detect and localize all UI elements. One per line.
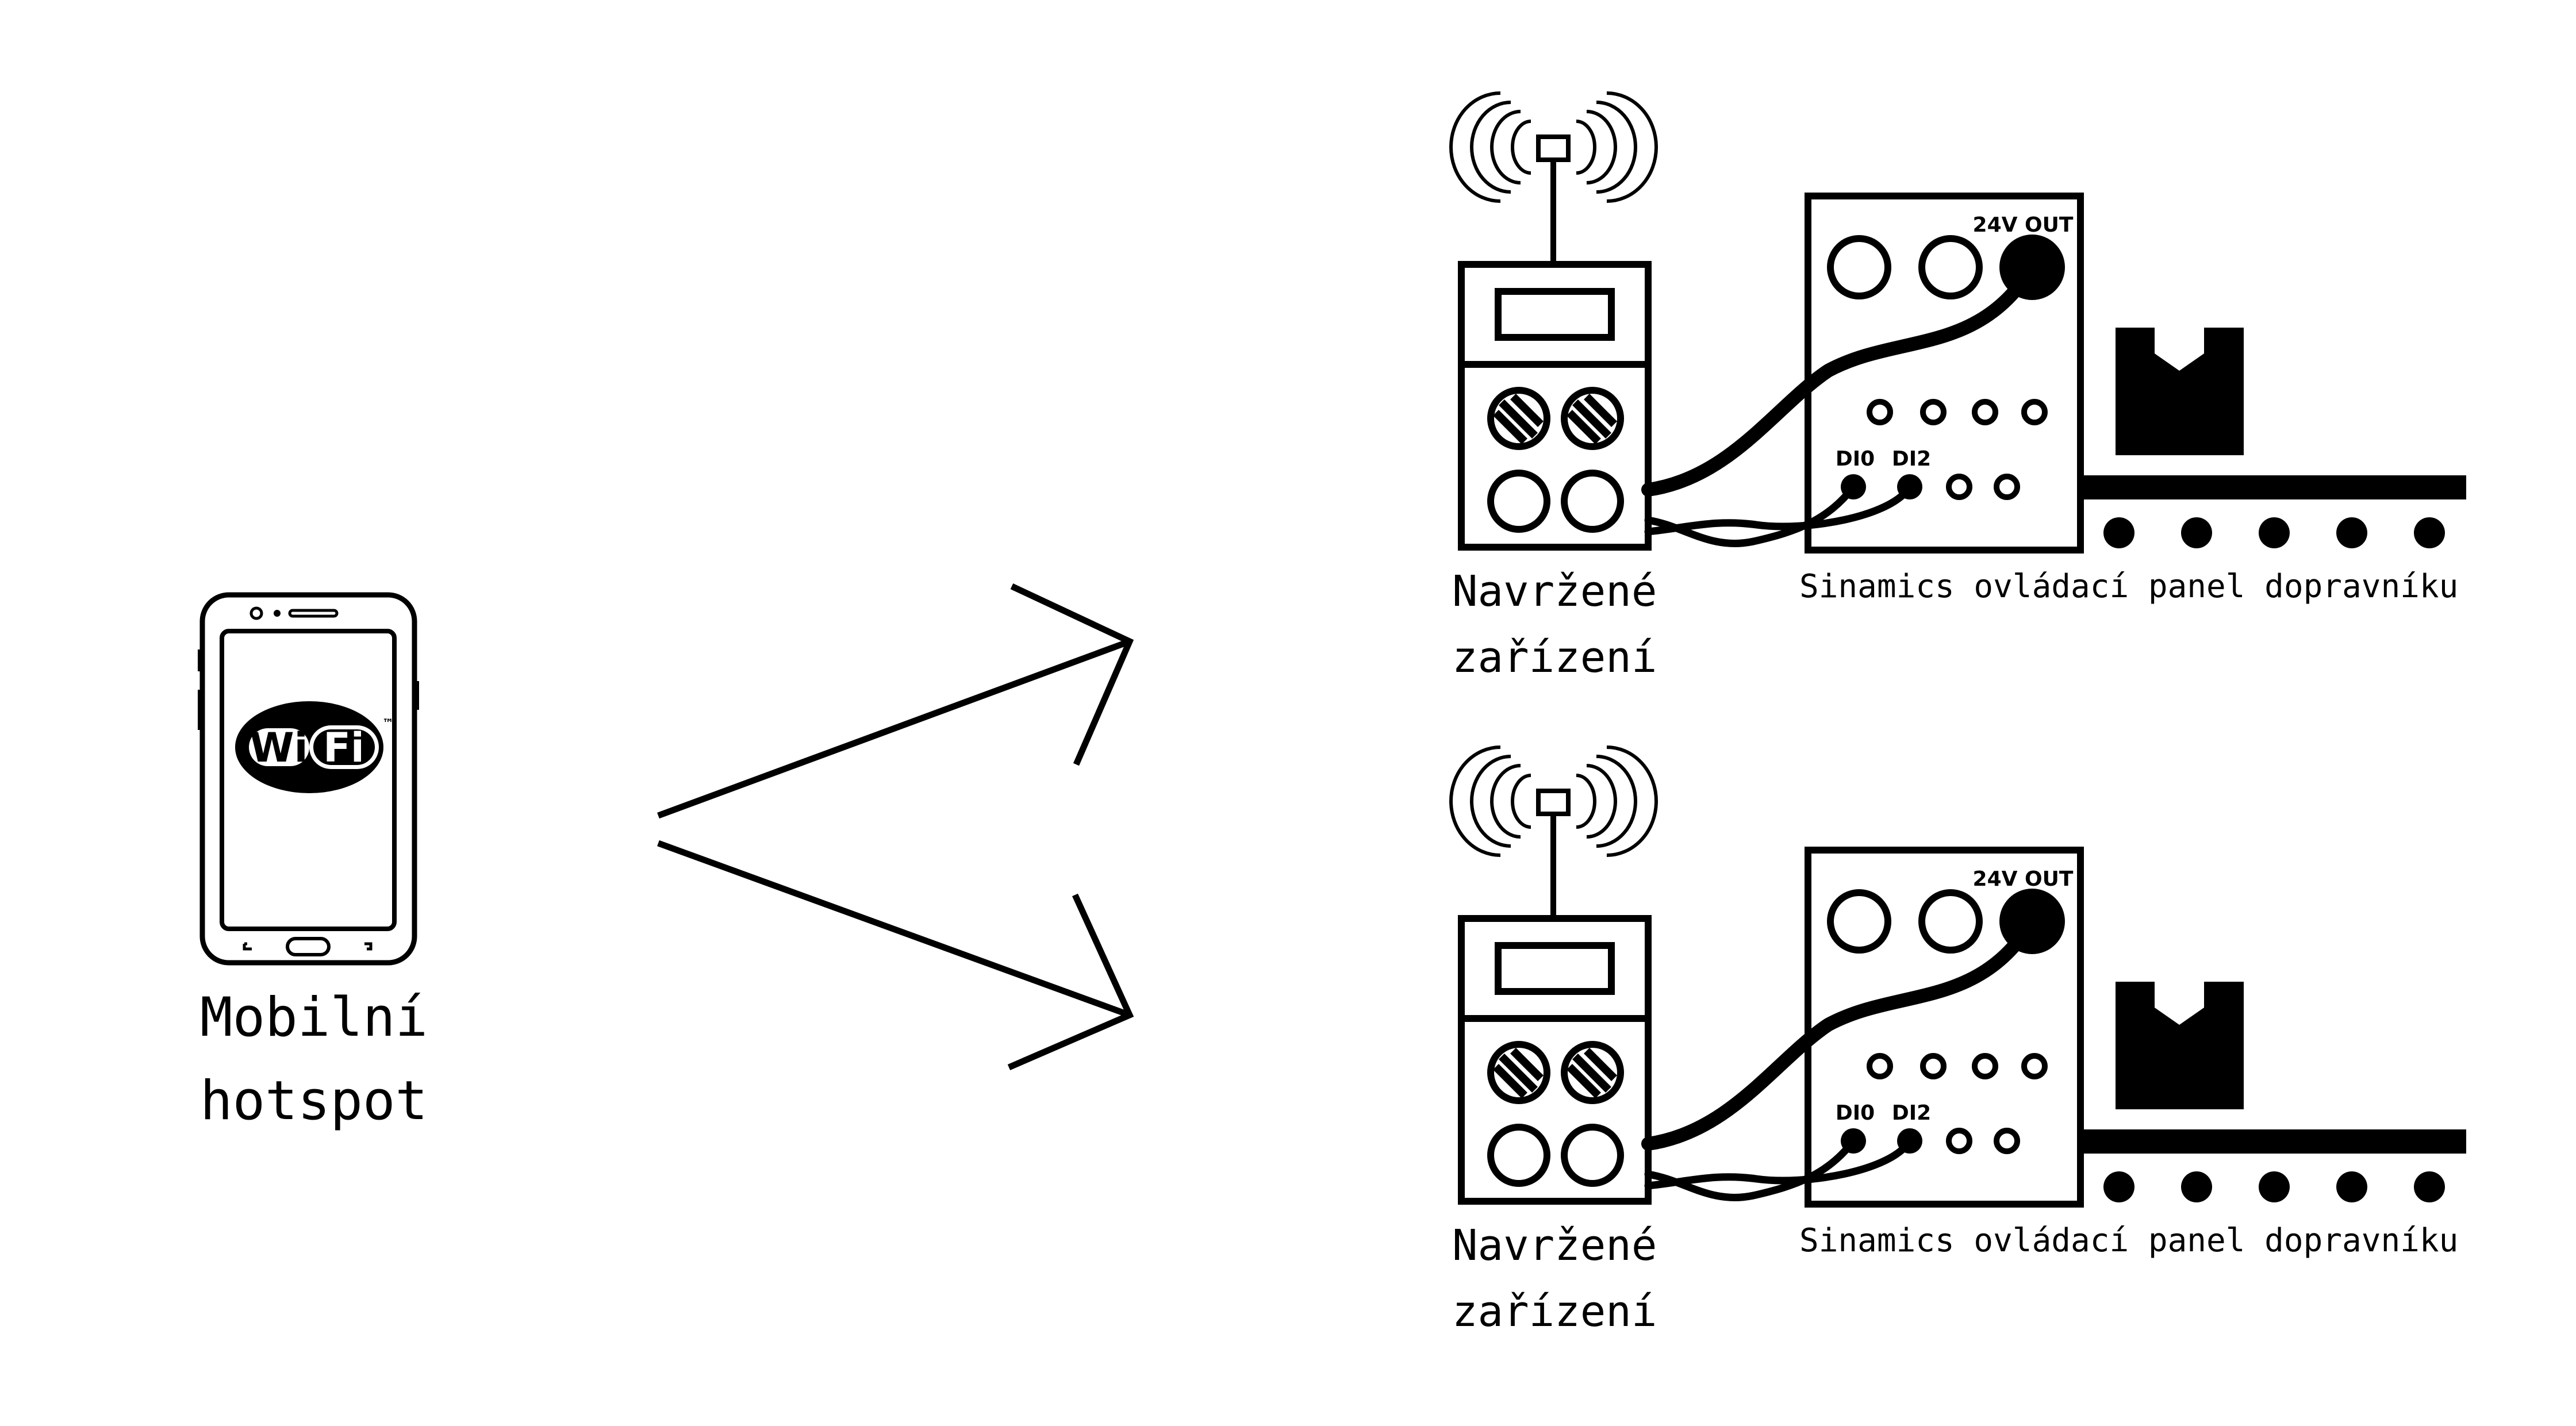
phone-label-line2: hotspot — [200, 1070, 428, 1132]
di0-terminal-label: DI0 — [1836, 447, 1875, 471]
device-label-bottom: Navržené zařízení — [1452, 1213, 1657, 1345]
di2-terminal-label: DI2 — [1892, 447, 1931, 471]
device-label-line2: zařízení — [1452, 633, 1657, 682]
di0-terminal-label: DI0 — [1836, 1101, 1875, 1125]
device-label-top: Navržené zařízení — [1452, 559, 1657, 691]
phone-label: Mobilní hotspot — [200, 976, 428, 1143]
out-terminal-label: 24V OUT — [1973, 213, 2074, 237]
device-unit-top: 24V OUT DI0 DI2 — [1451, 93, 2466, 550]
wifi-logo-tm: ™ — [382, 716, 394, 730]
di2-terminal-label: DI2 — [1892, 1101, 1931, 1125]
wifi-logo-wi: Wi — [249, 724, 308, 771]
device-label-line1: Navržené — [1452, 1221, 1657, 1270]
device-unit-bottom: 24V OUT DI0 DI2 — [1451, 747, 2466, 1204]
panel-label-bottom: Sinamics ovládací panel dopravníku — [1799, 1222, 2459, 1259]
wifi-logo-icon — [235, 701, 383, 793]
phone-label-line1: Mobilní — [200, 986, 428, 1049]
wireless-signal-arrows — [657, 583, 1134, 1071]
panel-label-top: Sinamics ovládací panel dopravníku — [1799, 568, 2459, 605]
device-label-line1: Navržené — [1452, 567, 1657, 616]
device-label-line2: zařízení — [1452, 1287, 1657, 1336]
wifi-logo-fi: Fi — [323, 724, 364, 771]
smartphone-icon — [198, 592, 419, 966]
out-terminal-label: 24V OUT — [1973, 867, 2074, 891]
